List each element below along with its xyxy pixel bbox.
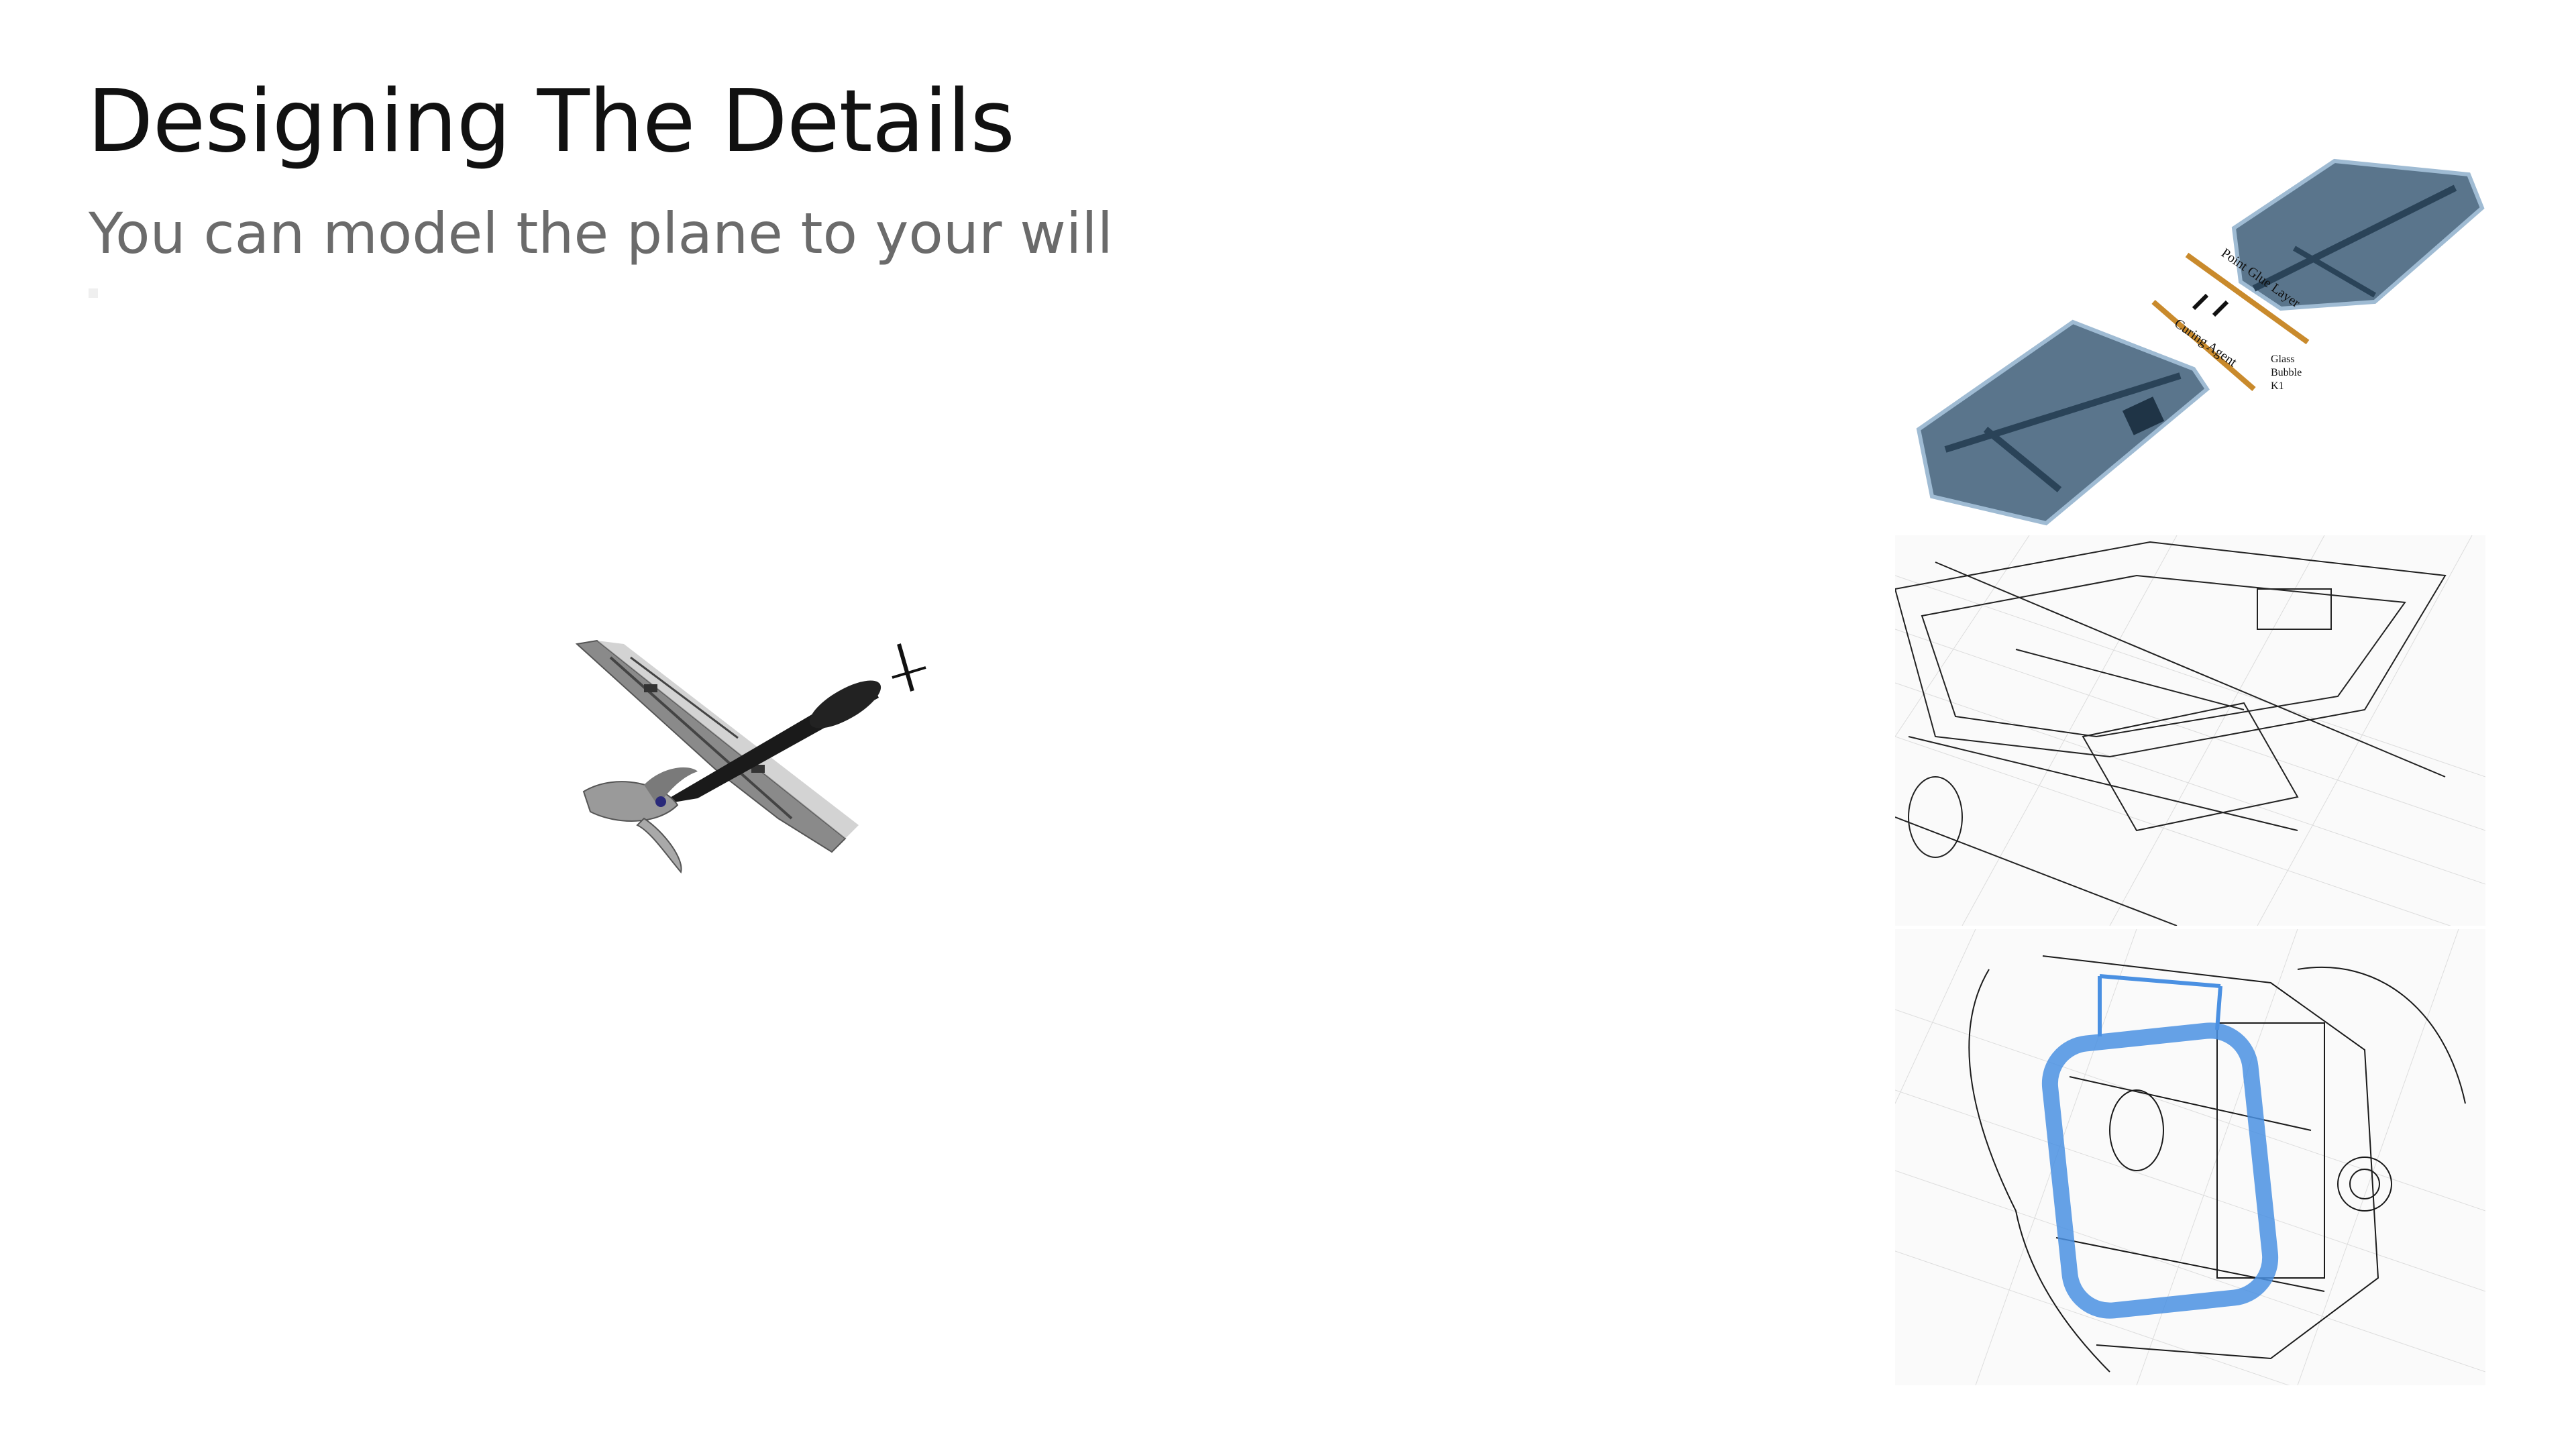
plane-render-image (564, 604, 1073, 899)
label-curing-agent: Curing Agent (2171, 316, 2240, 370)
exploded-wing-panels-image: Point Glue Layer Curing Agent Glass Bubb… (1905, 148, 2496, 543)
slide-subtitle: You can model the plane to your will (89, 201, 1113, 266)
label-k1: K1 (2271, 380, 2284, 392)
label-glass: Glass (2271, 354, 2295, 365)
slide-title: Designing The Details (87, 72, 1015, 172)
placeholder-mark (89, 288, 98, 298)
fuselage-wireframe-image (1895, 929, 2485, 1385)
label-bubble: Bubble (2271, 367, 2302, 378)
wing-wireframe-image (1895, 535, 2485, 926)
